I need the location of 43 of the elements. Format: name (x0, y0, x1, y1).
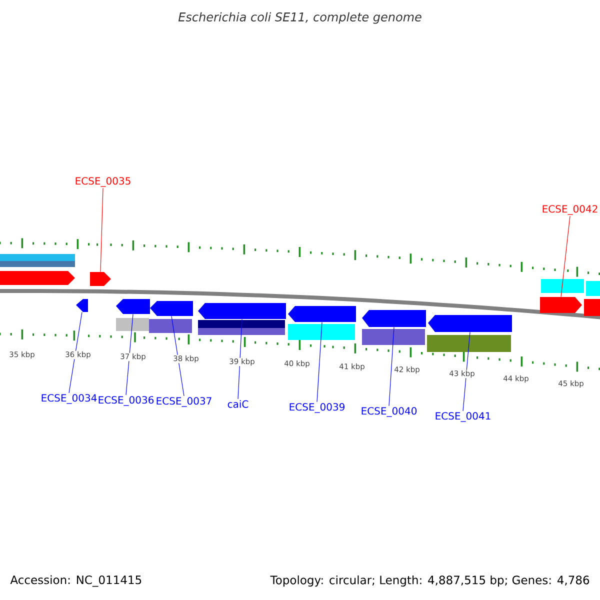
feature-bar (288, 324, 355, 340)
gene-feature (540, 297, 582, 313)
leader-line (560, 216, 570, 298)
leader-line (388, 326, 394, 406)
gene-label: ECSE_0036 (98, 396, 154, 406)
feature-bar (0, 254, 75, 261)
feature-bar (0, 261, 75, 267)
gene-label: ECSE_0041 (436, 412, 490, 422)
gene-feature (90, 272, 111, 286)
gene-feature (288, 306, 356, 322)
leader-line (238, 318, 242, 400)
feature-bar (541, 279, 584, 293)
feature-bar (362, 329, 425, 345)
gene-feature (150, 301, 193, 316)
gene-feature (76, 299, 88, 312)
feature-bar (584, 299, 600, 316)
gene-label: ECSE_0034 (42, 394, 97, 404)
feature-bar (586, 281, 600, 296)
gene-feature (116, 299, 150, 314)
leader-line (316, 322, 322, 402)
leader-line (126, 314, 134, 396)
leader-line (100, 188, 104, 272)
feature-bar (149, 319, 192, 333)
feature-bar (198, 328, 285, 335)
gene-label: ECSE_0042 (542, 205, 598, 215)
gene-label: ECSE_0037 (156, 397, 212, 407)
diagram-title: Escherichia coli SE11, complete genome (178, 12, 422, 24)
gene-feature (0, 271, 75, 285)
gene-feature (428, 315, 512, 332)
gene-feature (198, 303, 286, 319)
feature-bar (198, 320, 285, 328)
gene-feature (362, 310, 426, 327)
gene-label: ECSE_0035 (76, 177, 130, 187)
footer-text: Accession: NC_011415 (10, 575, 142, 587)
gene-label: ECSE_0039 (290, 403, 344, 413)
feature-bar (427, 335, 511, 352)
gene-label: caiC (228, 400, 248, 408)
feature-bar (116, 318, 149, 331)
leader-line (68, 312, 82, 394)
leader-line (462, 332, 470, 412)
gene-label: ECSE_0040 (362, 407, 417, 417)
leader-line (171, 316, 184, 396)
footer-text: Topology: circular; Length: 4,887,515 bp; Genes: 4,786 (270, 575, 590, 587)
